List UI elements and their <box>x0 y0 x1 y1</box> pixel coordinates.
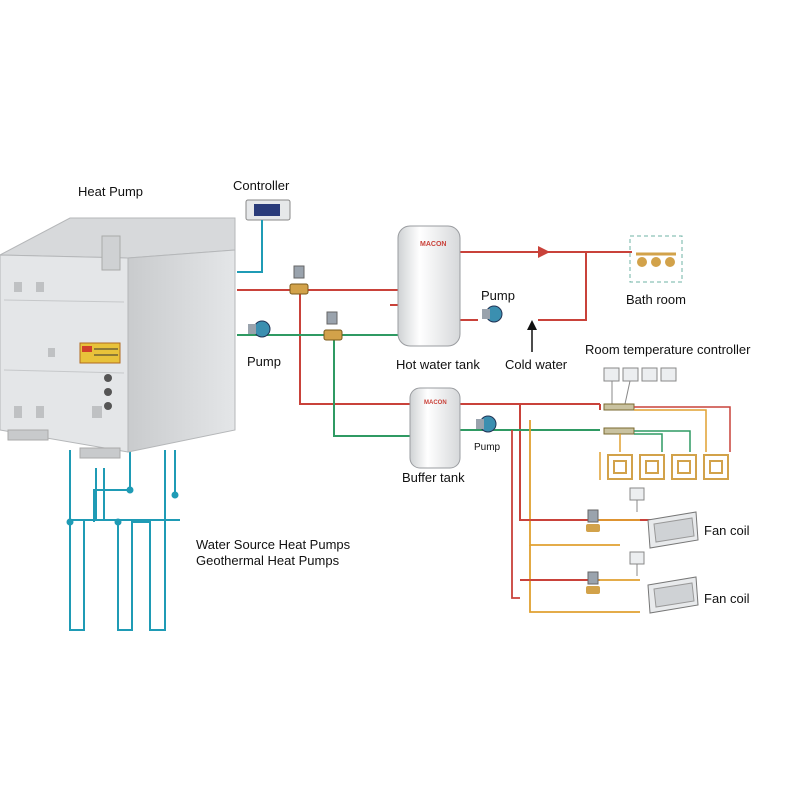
geothermal-label: Geothermal Heat Pumps <box>196 553 340 568</box>
buffer-tank-brand-text: MACON <box>424 400 447 406</box>
pump-label-hot: Pump <box>481 288 515 303</box>
bath-room-label: Bath room <box>626 292 686 307</box>
buffer-tank-label: Buffer tank <box>402 470 465 485</box>
fan-coil-icon <box>647 511 699 614</box>
floor-coil-pipes <box>599 406 731 480</box>
fan-coil-label-1: Fan coil <box>704 523 750 538</box>
cold-water-label: Cold water <box>505 357 568 372</box>
pump-icon <box>248 305 503 433</box>
tank-brand-text: MACON <box>420 241 446 248</box>
floor-manifold <box>603 403 635 435</box>
fan-coil-label-2: Fan coil <box>704 591 750 606</box>
pump-label-main: Pump <box>247 354 281 369</box>
fan-coil-pipes <box>511 420 640 613</box>
flow-arrow <box>538 246 550 258</box>
bath-room <box>629 235 683 283</box>
floor-coil-icon <box>607 454 729 480</box>
fan-coil-valves <box>586 487 645 594</box>
heat-pump-label: Heat Pump <box>78 184 144 199</box>
buffer-tank: MACON <box>409 387 461 469</box>
hot-water-tank-label: Hot water tank <box>396 357 480 372</box>
heat-pump-unit <box>0 217 236 459</box>
controller-device <box>237 199 291 273</box>
controller-label: Controller <box>233 178 290 193</box>
water-source-label: Water Source Heat Pumps <box>196 537 351 552</box>
pump-label-buffer: Pump <box>474 442 501 453</box>
cold-water-inlet <box>527 320 537 352</box>
ground-loops <box>66 450 180 631</box>
valve-icon <box>289 265 343 341</box>
thermostat-icon <box>603 367 677 405</box>
hot-water-tank: MACON <box>397 225 461 347</box>
room-temperature-controller-label: Room temperature controller <box>585 342 751 357</box>
hot-water-lines <box>390 304 478 321</box>
